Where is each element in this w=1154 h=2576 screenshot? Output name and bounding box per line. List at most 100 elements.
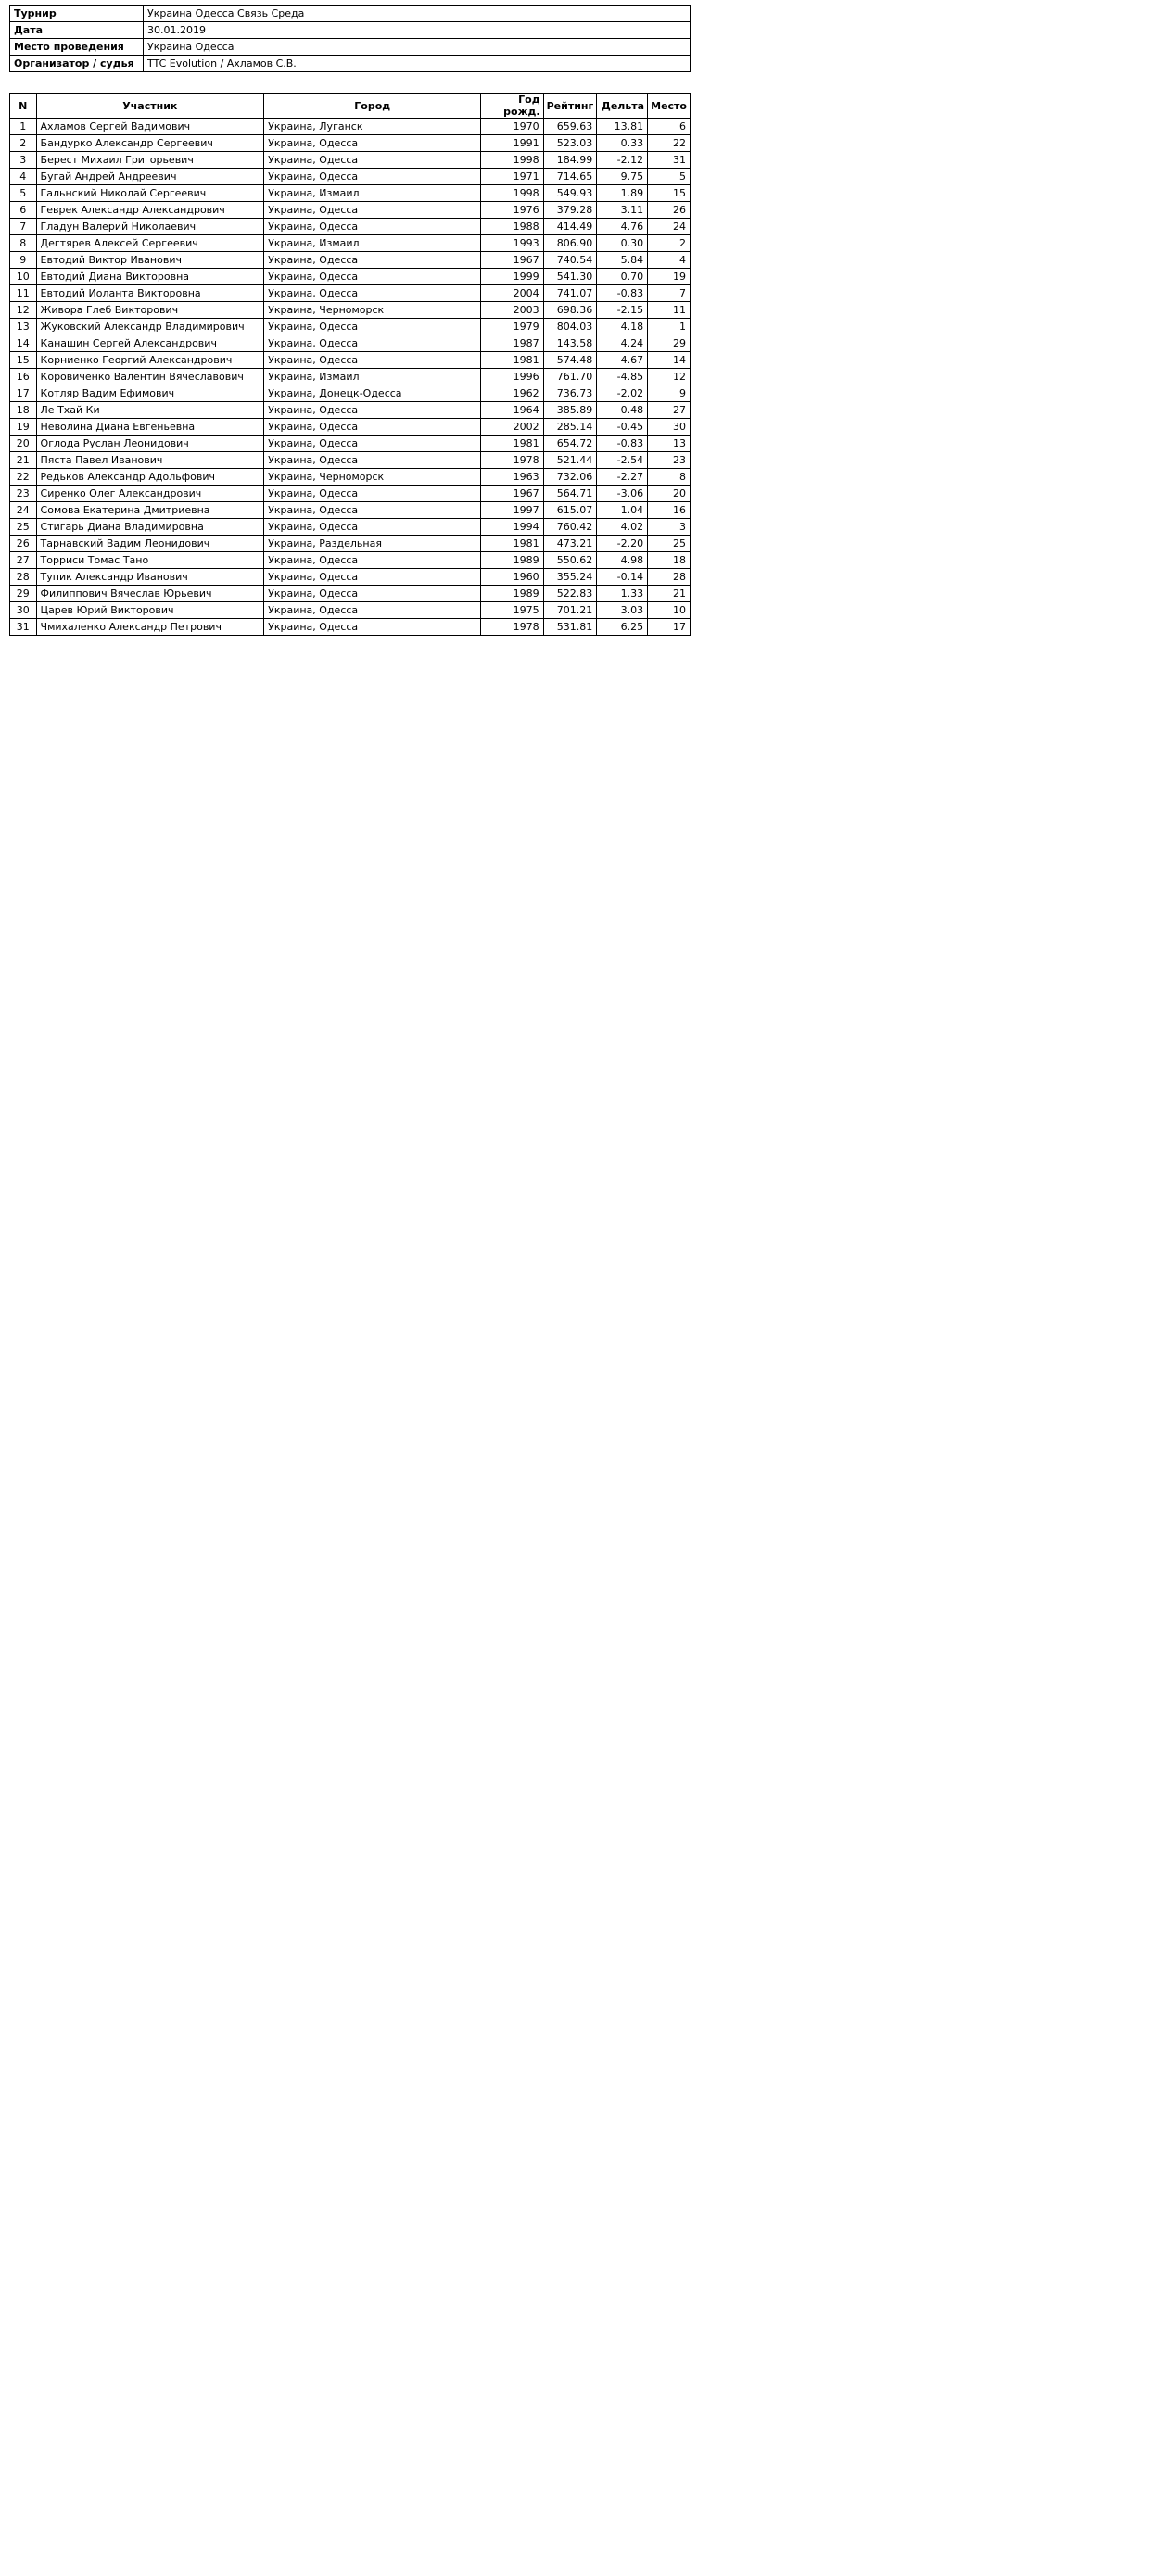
cell-rating: 522.83 — [542, 585, 598, 602]
info-value: Украина Одесса — [143, 38, 691, 56]
cell-n: 29 — [9, 585, 37, 602]
cell-place: 19 — [647, 268, 691, 285]
cell-participant: Жуковский Александр Владимирович — [35, 318, 265, 335]
cell-n: 18 — [9, 401, 37, 419]
cell-place: 21 — [647, 585, 691, 602]
cell-birth-year: 1998 — [480, 184, 544, 202]
cell-participant: Редьков Александр Адольфович — [35, 468, 265, 486]
cell-rating: 531.81 — [542, 618, 598, 636]
cell-rating: 473.21 — [542, 535, 598, 552]
cell-birth-year: 1970 — [480, 118, 544, 135]
info-value: Украина Одесса Связь Среда — [143, 5, 691, 22]
cell-rating: 806.90 — [542, 234, 598, 252]
cell-n: 4 — [9, 168, 37, 185]
cell-rating: 285.14 — [542, 418, 598, 436]
cell-delta: 0.70 — [596, 268, 649, 285]
info-label: Место проведения — [9, 38, 144, 56]
cell-participant: Евтодий Диана Викторовна — [35, 268, 265, 285]
cell-place: 11 — [647, 301, 691, 319]
cell-place: 5 — [647, 168, 691, 185]
cell-city: Украина, Одесса — [263, 134, 482, 152]
cell-city: Украина, Измаил — [263, 368, 482, 385]
cell-delta: 0.33 — [596, 134, 649, 152]
cell-participant: Неволина Диана Евгеньевна — [35, 418, 265, 436]
cell-city: Украина, Луганск — [263, 118, 482, 135]
cell-place: 20 — [647, 485, 691, 502]
cell-delta: -2.20 — [596, 535, 649, 552]
cell-city: Украина, Черноморск — [263, 468, 482, 486]
cell-birth-year: 1999 — [480, 268, 544, 285]
cell-participant: Геврек Александр Александрович — [35, 201, 265, 219]
cell-place: 12 — [647, 368, 691, 385]
cell-n: 5 — [9, 184, 37, 202]
cell-city: Украина, Донецк-Одесса — [263, 385, 482, 402]
cell-birth-year: 1997 — [480, 501, 544, 519]
cell-birth-year: 1994 — [480, 518, 544, 536]
header-rating: Рейтинг — [542, 93, 598, 119]
cell-delta: -2.27 — [596, 468, 649, 486]
cell-place: 30 — [647, 418, 691, 436]
cell-participant: Пяста Павел Иванович — [35, 451, 265, 469]
cell-place: 26 — [647, 201, 691, 219]
cell-participant: Тарнавский Вадим Леонидович — [35, 535, 265, 552]
cell-place: 1 — [647, 318, 691, 335]
cell-birth-year: 1967 — [480, 485, 544, 502]
cell-city: Украина, Одесса — [263, 485, 482, 502]
cell-birth-year: 1962 — [480, 385, 544, 402]
cell-place: 23 — [647, 451, 691, 469]
cell-rating: 740.54 — [542, 251, 598, 269]
cell-rating: 574.48 — [542, 351, 598, 369]
cell-rating: 659.63 — [542, 118, 598, 135]
cell-city: Украина, Одесса — [263, 568, 482, 586]
cell-participant: Бугай Андрей Андреевич — [35, 168, 265, 185]
cell-birth-year: 1988 — [480, 218, 544, 235]
cell-city: Украина, Одесса — [263, 435, 482, 452]
cell-delta: -0.83 — [596, 284, 649, 302]
cell-participant: Корниенко Георгий Александрович — [35, 351, 265, 369]
cell-delta: -0.14 — [596, 568, 649, 586]
cell-rating: 549.93 — [542, 184, 598, 202]
cell-participant: Коровиченко Валентин Вячеславович — [35, 368, 265, 385]
cell-city: Украина, Одесса — [263, 418, 482, 436]
cell-birth-year: 1996 — [480, 368, 544, 385]
participants-header-row: N Участник Город Год рожд. Рейтинг Дельт… — [9, 93, 691, 119]
cell-delta: 3.11 — [596, 201, 649, 219]
cell-n: 2 — [9, 134, 37, 152]
cell-rating: 698.36 — [542, 301, 598, 319]
cell-n: 15 — [9, 351, 37, 369]
cell-place: 29 — [647, 335, 691, 352]
cell-participant: Оглода Руслан Леонидович — [35, 435, 265, 452]
cell-participant: Чмихаленко Александр Петрович — [35, 618, 265, 636]
cell-rating: 732.06 — [542, 468, 598, 486]
cell-rating: 355.24 — [542, 568, 598, 586]
cell-delta: 0.48 — [596, 401, 649, 419]
cell-n: 6 — [9, 201, 37, 219]
cell-delta: 4.24 — [596, 335, 649, 352]
cell-city: Украина, Раздельная — [263, 535, 482, 552]
cell-delta: 5.84 — [596, 251, 649, 269]
cell-participant: Сиренко Олег Александрович — [35, 485, 265, 502]
cell-n: 24 — [9, 501, 37, 519]
cell-rating: 564.71 — [542, 485, 598, 502]
header-n: N — [9, 93, 37, 119]
cell-n: 31 — [9, 618, 37, 636]
cell-n: 3 — [9, 151, 37, 169]
cell-participant: Торриси Томас Тано — [35, 551, 265, 569]
